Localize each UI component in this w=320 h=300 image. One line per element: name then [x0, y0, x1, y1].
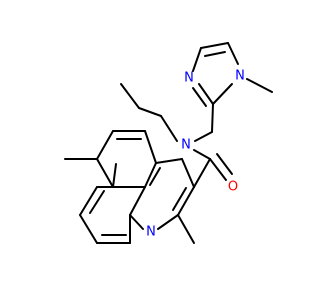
bond-c7-c8: [79, 214, 98, 244]
bond-ch2-c2im: [211, 103, 214, 133]
bond-top-ring: [96, 130, 114, 160]
bond-n-ch2: [194, 131, 213, 142]
bond-c2im-n3: [198, 83, 214, 105]
bond-carbonyl-o: [209, 158, 227, 181]
bond-n1-methyl: [246, 78, 273, 93]
bonds: [64, 42, 273, 244]
amide-nitrogen-label: N: [181, 138, 191, 153]
bond-c2-c3-inner: [172, 187, 187, 211]
bond-n1-c2im: [212, 83, 233, 105]
atom-labels: N O N N N: [146, 69, 245, 240]
bond-c4a-c4-double: [149, 167, 161, 186]
bond-c5im-n1: [227, 42, 239, 65]
bond-c4a-c4-inner: [144, 162, 157, 188]
bond-n1-c8a: [129, 214, 144, 230]
imidazole-n1-label: N: [235, 69, 245, 84]
bond-c3-carbonyl: [193, 158, 211, 188]
bond-carbonyl-o-double: [216, 153, 233, 175]
bond-c4-c3: [181, 158, 195, 188]
bond-c6-c7: [79, 186, 98, 216]
bond-c2-n1: [157, 214, 179, 230]
bond-c5-top: [96, 158, 114, 188]
quinoline-nitrogen-label: N: [146, 225, 156, 240]
bond-c2-methyl: [177, 214, 195, 244]
carbonyl-oxygen-label: O: [228, 180, 238, 195]
bond-c6-c7-inner: [89, 190, 105, 214]
bond-n-propyl1: [160, 115, 178, 142]
bond-c4im-c5im-double: [204, 51, 226, 57]
imidazole-n3-label: N: [184, 71, 194, 86]
bond-carbonyl-n: [193, 149, 211, 160]
bond-propyl1-2: [138, 107, 162, 117]
molecule-canvas: N O N N N: [64, 42, 273, 244]
bond-c3-c2: [177, 186, 195, 216]
bond-c2im-n3-double: [192, 87, 207, 107]
bond-c4a-c4: [155, 158, 183, 164]
bond-n3-c4im: [192, 47, 202, 72]
bond-c4im-c5im: [200, 42, 229, 49]
bond-c5-c4a-inner: [112, 163, 117, 188]
bond-c8a-c4a: [129, 186, 146, 216]
molecule-structure: N O N N N: [64, 42, 273, 244]
bond-propyl2-3: [120, 83, 140, 109]
bond-top-ring3: [144, 130, 157, 164]
